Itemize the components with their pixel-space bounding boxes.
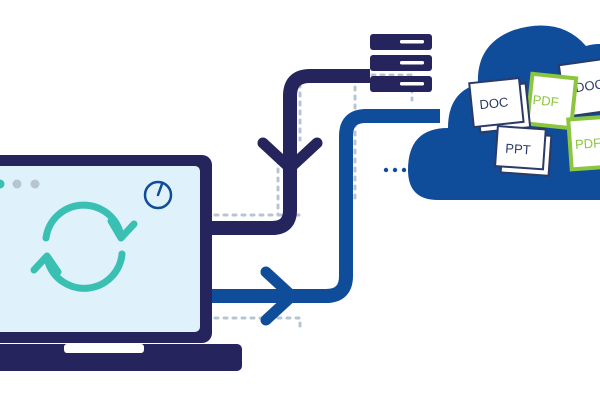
download-pipe [212, 69, 370, 235]
laptop-screen [0, 166, 200, 332]
document-stack: DOC PDF DOC PPT PDF [468, 57, 600, 177]
document-label: PDF [532, 92, 559, 110]
document-card: PDF [524, 71, 579, 131]
upload-pipe [212, 109, 440, 303]
document-label: PPT [505, 141, 531, 158]
window-dots [0, 179, 40, 189]
arrow-right-icon [260, 266, 298, 326]
sync-icon [30, 201, 138, 292]
server-icon [370, 34, 432, 92]
dotted-line-laptop-bottom [213, 316, 302, 332]
laptop-base-notch [64, 344, 144, 353]
clock-icon [143, 180, 173, 210]
document-label: DOC [479, 94, 509, 112]
document-label: DOC [574, 76, 600, 95]
document-label: PDF [574, 135, 600, 152]
document-card: PPT [494, 125, 553, 177]
laptop [0, 155, 242, 371]
arrow-down-icon [257, 137, 323, 174]
document-card: PDF [566, 114, 600, 172]
laptop-base [0, 344, 242, 371]
document-card: DOC [468, 76, 532, 134]
